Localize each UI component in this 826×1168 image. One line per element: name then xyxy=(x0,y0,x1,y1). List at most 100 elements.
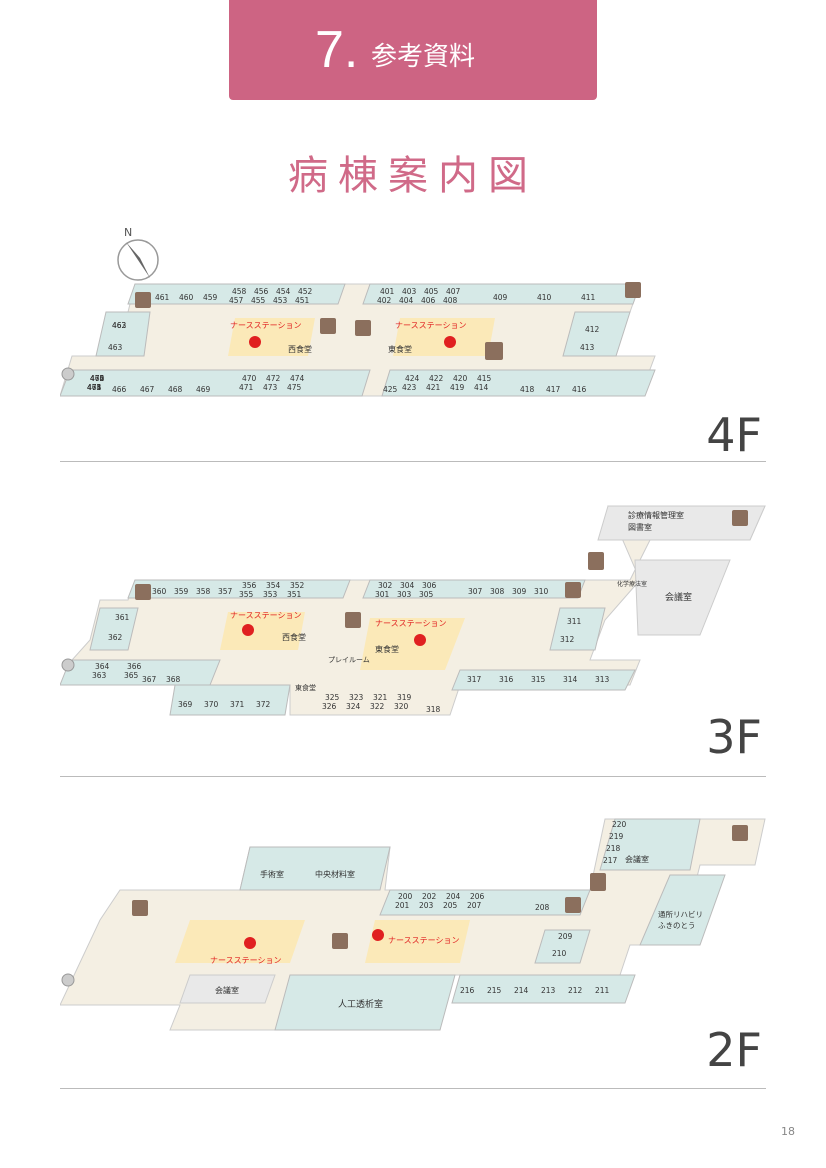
room-number: 361 xyxy=(115,613,130,622)
room-number: 363 xyxy=(92,671,107,680)
divider xyxy=(60,1088,766,1089)
dialysis-room-label: 人工透析室 xyxy=(338,998,383,1010)
room-number: 316 xyxy=(499,675,514,684)
room-number: 425 xyxy=(383,385,398,394)
room-number: 371 xyxy=(230,700,245,709)
elevator-icon xyxy=(355,320,371,336)
central-supply-label: 中央材料室 xyxy=(315,869,355,879)
room-number: 306 xyxy=(422,581,437,590)
room-number: 324 xyxy=(346,702,361,711)
operating-room-label: 手術室 xyxy=(260,869,284,879)
nurse-station-label: ナースステーション xyxy=(230,321,301,330)
room-number: 217 xyxy=(603,856,618,865)
room-number: 366 xyxy=(127,662,142,671)
room-number: 415 xyxy=(477,374,492,383)
floor-2f-map: 手術室 中央材料室 ナースステーション ナースステーション 会議室 会議室 人工… xyxy=(60,818,766,1031)
room-number: 319 xyxy=(397,693,412,702)
room-number: 470 xyxy=(90,374,105,383)
section-number: 7. xyxy=(315,21,359,79)
entrance-icon xyxy=(61,973,75,987)
room-number: 468 xyxy=(168,385,183,394)
room-number: 421 xyxy=(426,383,441,392)
room-number: 370 xyxy=(204,700,219,709)
elevator-icon xyxy=(590,873,606,891)
compass: N xyxy=(117,226,159,281)
room-number: 463 xyxy=(108,343,123,352)
room-number: 323 xyxy=(349,693,364,702)
stairs-icon xyxy=(732,510,748,526)
room-number: 368 xyxy=(166,675,181,684)
room-number: 472 xyxy=(266,374,281,383)
nurse-station-label: ナースステーション xyxy=(230,611,301,620)
room-number: 322 xyxy=(370,702,385,711)
meeting-room-label: 会議室 xyxy=(215,985,239,995)
room-number: 452 xyxy=(298,287,313,296)
room-number: 360 xyxy=(152,587,167,596)
room-number: 460 xyxy=(179,293,194,302)
room-number: 424 xyxy=(405,374,420,383)
entrance-icon xyxy=(61,658,75,672)
east-dining-label: 東食堂 xyxy=(375,644,399,654)
compass-label: N xyxy=(124,226,132,239)
room-number: 402 xyxy=(377,296,392,305)
room-number: 214 xyxy=(514,986,529,995)
room-number: 315 xyxy=(531,675,546,684)
room-number: 309 xyxy=(512,587,527,596)
room-number: 302 xyxy=(378,581,393,590)
room-number: 213 xyxy=(541,986,556,995)
room-number: 413 xyxy=(580,343,595,352)
nurse-area-west xyxy=(228,318,315,356)
library-label: 図書室 xyxy=(628,522,652,532)
elevator-icon xyxy=(332,933,348,949)
stairs-icon xyxy=(732,825,748,841)
room-number: 357 xyxy=(218,587,233,596)
room-number: 314 xyxy=(563,675,578,684)
room-number: 207 xyxy=(467,901,482,910)
room-number: 313 xyxy=(595,675,610,684)
page-number: 18 xyxy=(781,1125,795,1138)
room-number: 372 xyxy=(256,700,271,709)
room-number: 353 xyxy=(263,590,278,599)
room-number: 208 xyxy=(535,903,550,912)
room-number: 367 xyxy=(142,675,157,684)
room-number: 201 xyxy=(395,901,410,910)
room-number: 216 xyxy=(460,986,475,995)
room-number: 326 xyxy=(322,702,337,711)
section-banner: 7. 参考資料 xyxy=(229,0,597,100)
room-number: 453 xyxy=(273,296,288,305)
stairs-icon xyxy=(132,900,148,916)
meeting-room-label: 会議室 xyxy=(625,854,649,864)
nurse-icon xyxy=(444,336,456,348)
east-dining-label-2: 東食堂 xyxy=(295,683,316,692)
room-number: 308 xyxy=(490,587,505,596)
room-number: 420 xyxy=(453,374,468,383)
stairs-icon xyxy=(565,582,581,598)
room-number: 364 xyxy=(95,662,110,671)
room-number: 369 xyxy=(178,700,193,709)
room-number: 200 xyxy=(398,892,413,901)
west-dining-label: 西食堂 xyxy=(282,632,306,642)
floor-label-4f: 4F xyxy=(706,408,762,462)
room-number: 206 xyxy=(470,892,485,901)
room-number: 406 xyxy=(421,296,436,305)
divider xyxy=(60,776,766,777)
nurse-icon xyxy=(242,624,254,636)
room-number: 471 xyxy=(239,383,254,392)
room-number: 457 xyxy=(229,296,244,305)
room-number: 325 xyxy=(325,693,340,702)
room-number: 463 xyxy=(112,321,127,330)
room-number: 362 xyxy=(108,633,123,642)
room-number: 354 xyxy=(266,581,281,590)
room-number: 403 xyxy=(402,287,417,296)
info-room-label: 診療情報管理室 xyxy=(628,510,684,520)
stairs-icon xyxy=(565,897,581,913)
stairs-icon xyxy=(625,282,641,298)
room-number: 318 xyxy=(426,705,441,714)
page-title: 病棟案内図 xyxy=(288,153,538,199)
room-number: 220 xyxy=(612,820,627,829)
elevator-icon xyxy=(485,342,503,360)
playroom-label: プレイルーム xyxy=(328,656,370,664)
nurse-icon xyxy=(414,634,426,646)
room-number: 305 xyxy=(419,590,434,599)
